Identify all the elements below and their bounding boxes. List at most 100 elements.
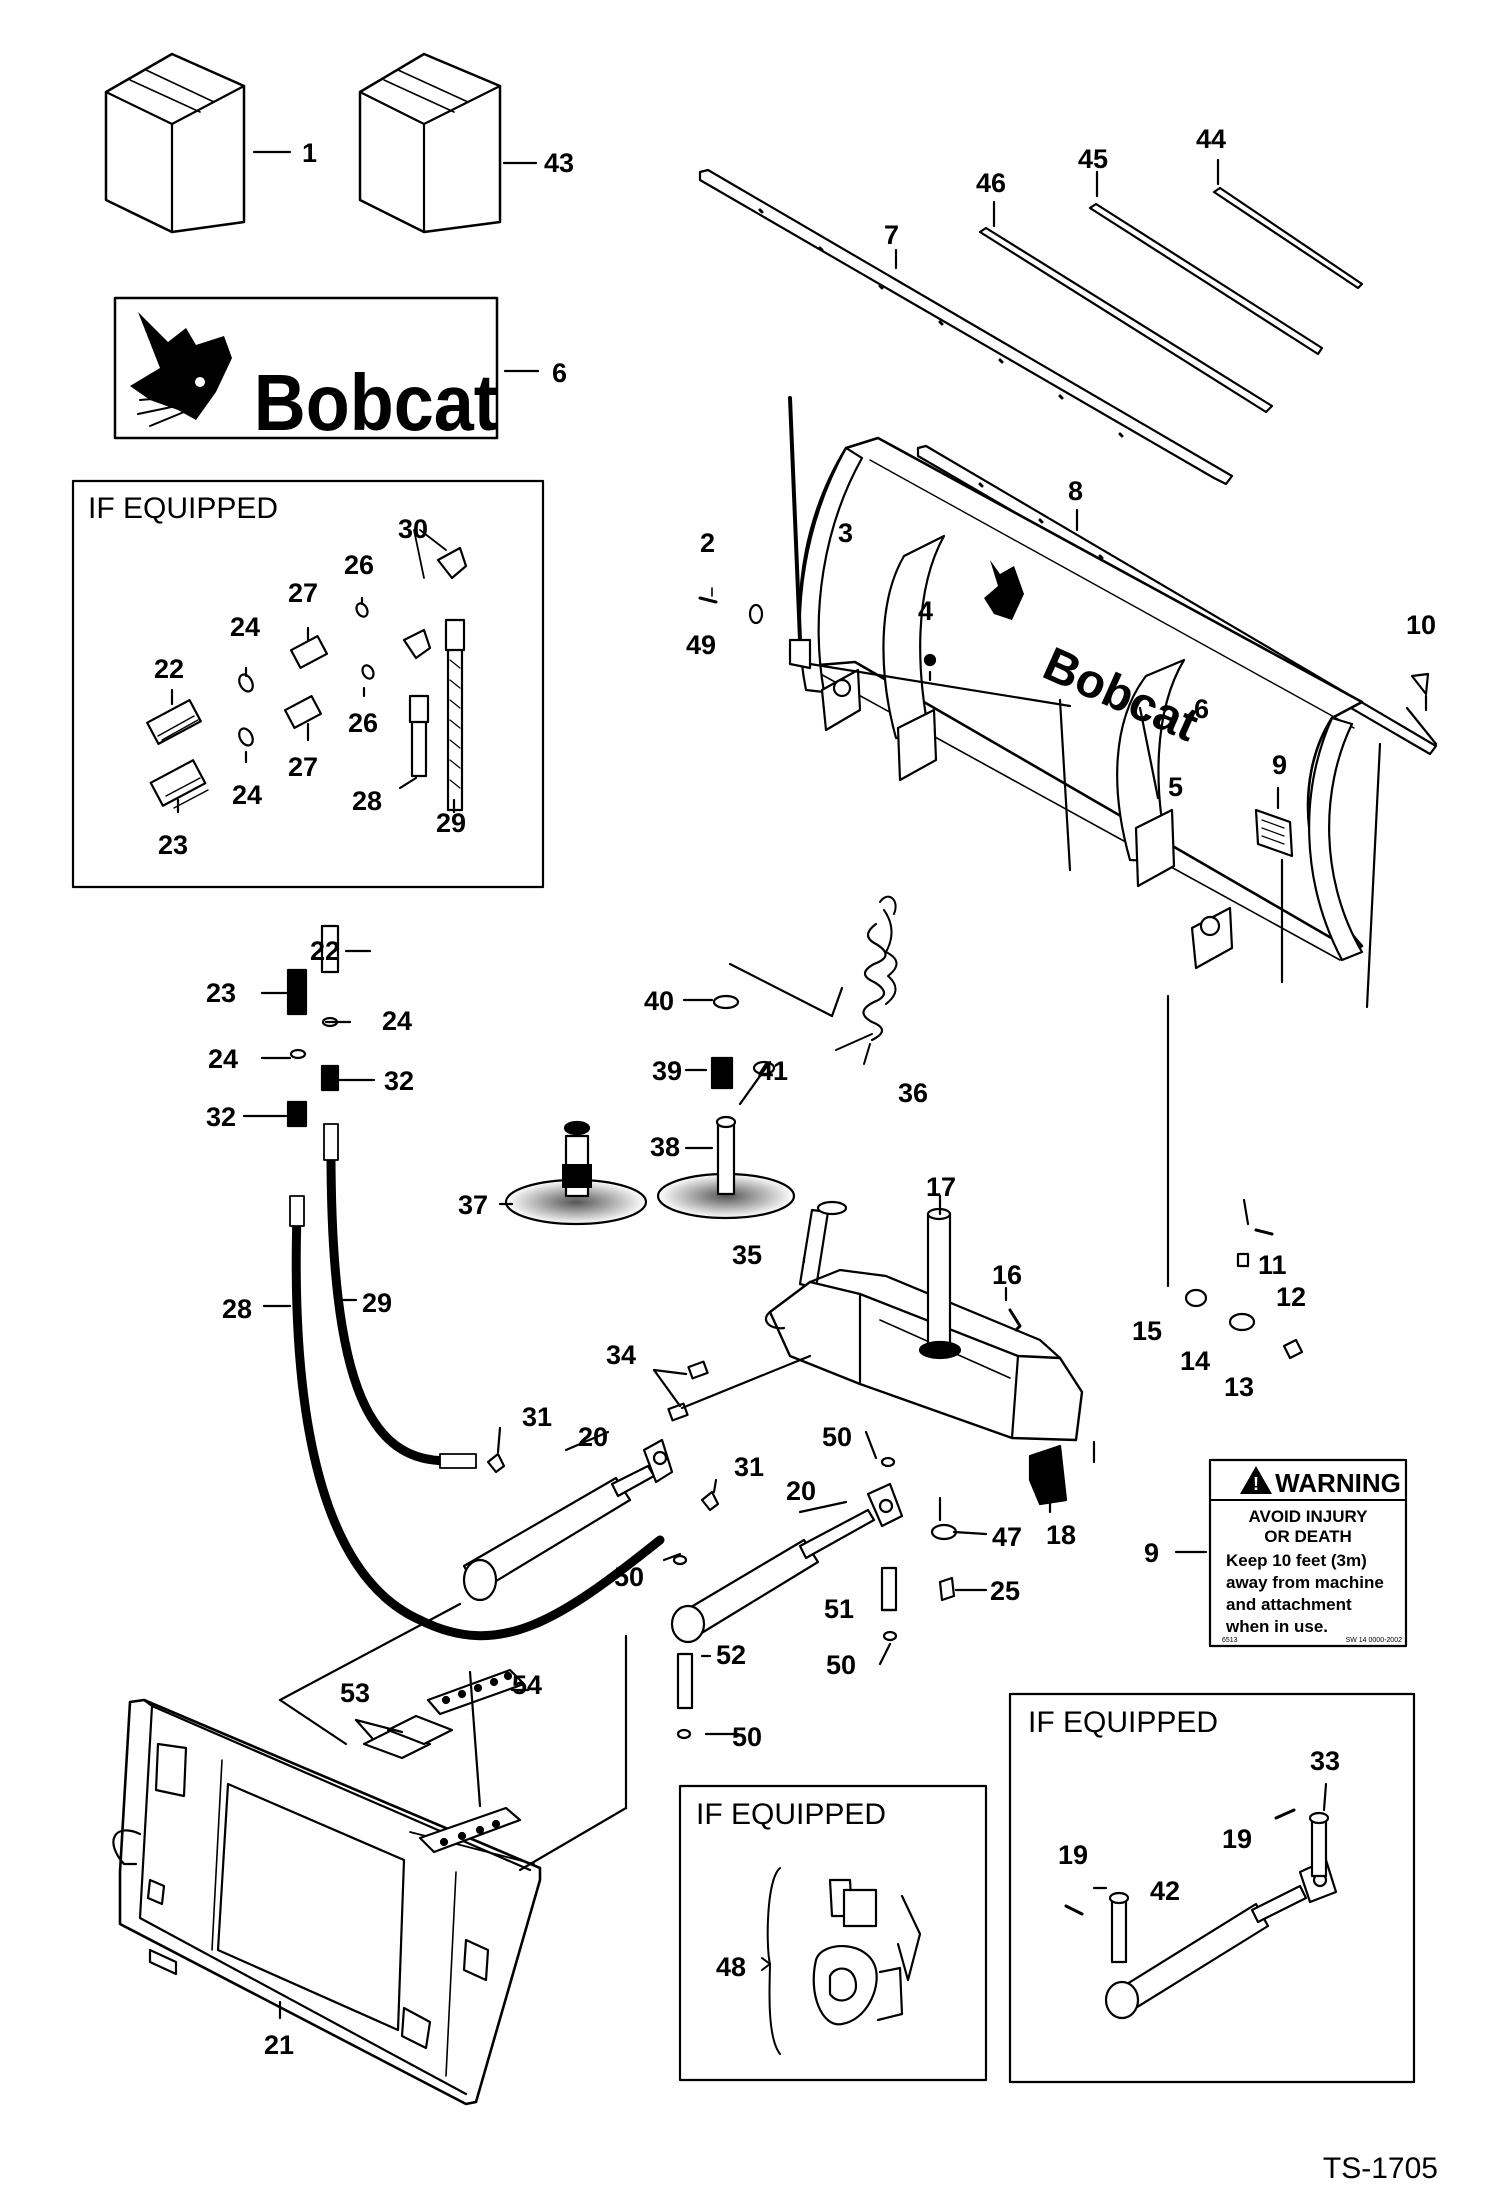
callout-25: 25	[990, 1576, 1020, 1606]
callout-2: 2	[700, 528, 715, 558]
washer-15	[1184, 1288, 1208, 1308]
washer-40	[712, 994, 740, 1010]
callout-5: 5	[1168, 772, 1183, 802]
callout-28-box: 28	[352, 786, 382, 816]
callout-51: 51	[824, 1594, 854, 1624]
pin-52	[676, 1652, 694, 1710]
bushing-12	[1236, 1252, 1250, 1268]
callout-34: 34	[606, 1340, 636, 1370]
if-equipped-label-3: IF EQUIPPED	[1028, 1706, 1218, 1739]
spring-39	[710, 1056, 734, 1090]
if-equipped-box-48	[678, 1784, 988, 2082]
callout-44: 44	[1196, 124, 1226, 154]
callout-47: 47	[992, 1522, 1022, 1552]
cylinder-20-right	[670, 1482, 904, 1644]
callout-13: 13	[1224, 1372, 1254, 1402]
callout-28-kit: 28	[222, 1294, 252, 1324]
callout-14: 14	[1180, 1346, 1210, 1376]
callout-53: 53	[340, 1678, 370, 1708]
callout-22-box: 22	[154, 654, 184, 684]
callout-52: 52	[716, 1640, 746, 1670]
pins-34	[667, 1360, 709, 1422]
if-equipped-box-cylinder	[1008, 1692, 1416, 2084]
callout-50-bottom: 50	[826, 1650, 856, 1680]
blade-moldboard	[798, 436, 1364, 970]
callout-48: 48	[716, 1952, 746, 1982]
callout-22-kit: 22	[310, 936, 340, 966]
svg-text:!: !	[1253, 1474, 1259, 1494]
callout-24-top: 24	[230, 612, 260, 642]
callout-33: 33	[1310, 1746, 1340, 1776]
callout-20-left: 20	[578, 1422, 608, 1452]
warning-decal-9: !	[1208, 1458, 1408, 1648]
skid-18	[1028, 1444, 1068, 1506]
figure-id: TS-1705	[1323, 2152, 1438, 2185]
callout-7: 7	[884, 220, 899, 250]
callout-31-left: 31	[522, 1402, 552, 1432]
callout-31-right: 31	[734, 1452, 764, 1482]
callout-3: 3	[838, 518, 853, 548]
hose-29	[323, 1123, 477, 1469]
logo-decal-frame	[113, 296, 499, 440]
pin-35	[798, 1200, 848, 1290]
callout-23-box: 23	[158, 830, 188, 860]
callout-37: 37	[458, 1190, 488, 1220]
callout-9-blade: 9	[1272, 750, 1287, 780]
pads-53	[362, 1714, 454, 1760]
callout-20-right: 20	[786, 1476, 816, 1506]
callout-8: 8	[1068, 476, 1083, 506]
shim-strip-54	[426, 1668, 526, 1716]
bolt-10	[1410, 672, 1430, 696]
callout-32-left: 32	[206, 1102, 236, 1132]
callout-24-lower: 24	[232, 780, 262, 810]
callout-6-blade: 6	[1194, 694, 1209, 724]
callout-50-left: 50	[614, 1562, 644, 1592]
callout-11: 11	[1258, 1250, 1287, 1280]
callout-39: 39	[652, 1056, 682, 1086]
callout-32-right: 32	[384, 1066, 414, 1096]
callout-10: 10	[1406, 610, 1436, 640]
clip-50-a	[880, 1456, 896, 1468]
callout-26-top: 26	[344, 550, 374, 580]
hose-28	[289, 1195, 665, 1641]
warning-fine-right: SW 14 0000-2002	[1346, 1637, 1403, 1644]
nut-13	[1282, 1338, 1304, 1360]
callout-50-lowest: 50	[732, 1722, 762, 1752]
cylinder-kit-graphic	[1064, 1808, 1338, 2020]
callout-26-lower: 26	[348, 708, 378, 738]
if-equipped-box-couplers	[71, 479, 545, 889]
washer-14	[1228, 1312, 1256, 1332]
callout-29-kit: 29	[362, 1288, 392, 1318]
warning-line-5: and attachment	[1226, 1595, 1352, 1614]
washer-47	[930, 1523, 958, 1541]
callout-35: 35	[732, 1240, 762, 1270]
callout-19-left: 19	[1058, 1840, 1088, 1870]
carton-43-graphic	[358, 52, 502, 234]
wear-strip-45	[1088, 202, 1324, 356]
callout-12: 12	[1276, 1282, 1306, 1312]
spring-36	[835, 895, 898, 1065]
shoe-37	[504, 1120, 648, 1226]
callout-27-top: 27	[288, 578, 318, 608]
callout-6-logo: 6	[552, 358, 567, 388]
callout-24-kit-left: 24	[208, 1044, 238, 1074]
quick-tach-frame-21	[112, 1698, 542, 2106]
pin-51	[880, 1566, 898, 1612]
blade-warning-decal-9	[1254, 808, 1294, 858]
parts-48-graphic	[766, 1867, 922, 2055]
logo-brand-text: Bobcat	[254, 359, 498, 448]
if-equipped-label-2: IF EQUIPPED	[696, 1798, 886, 1831]
if-equipped-label-1: IF EQUIPPED	[88, 492, 278, 525]
cutting-edge-7	[698, 168, 1234, 486]
wear-strip-46	[978, 226, 1274, 414]
callout-18: 18	[1046, 1520, 1076, 1550]
nut-4	[923, 653, 937, 667]
pin-11	[1254, 1228, 1274, 1236]
callout-17: 17	[926, 1172, 956, 1202]
callout-23-kit: 23	[206, 978, 236, 1008]
callout-45: 45	[1078, 144, 1108, 174]
callout-41: 41	[758, 1056, 788, 1086]
callout-21: 21	[264, 2030, 294, 2060]
bobcat-logo-icon	[130, 312, 232, 427]
